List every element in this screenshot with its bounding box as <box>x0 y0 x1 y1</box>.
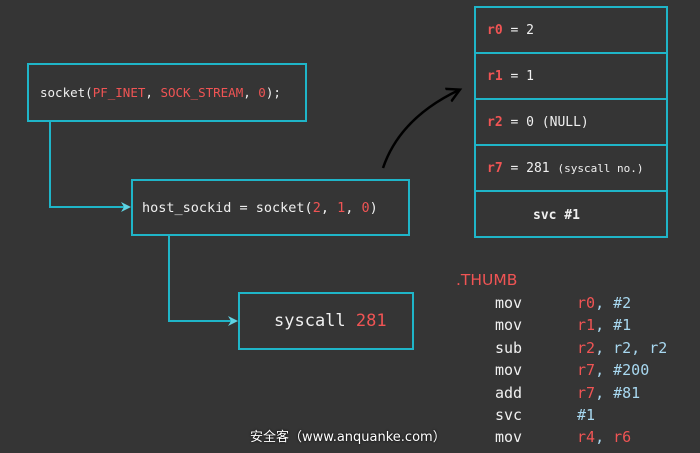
register-note: (syscall no.) <box>557 161 644 175</box>
operand-register: r4 <box>577 428 596 447</box>
code-token: , <box>320 199 338 216</box>
operands: r4, r6 <box>577 426 631 448</box>
host-socket-call-text: host_sockid = socket(2, 1, 0) <box>142 200 378 216</box>
mnemonic: mov <box>495 428 523 447</box>
code-token: PF_INET <box>92 85 146 100</box>
connector-c-to-host <box>49 122 131 212</box>
operands: r2, r2, r2 <box>577 337 667 359</box>
operands: r7, #81 <box>577 382 640 404</box>
code-token: , <box>243 85 259 100</box>
assembly-line: svc #1 <box>456 404 595 426</box>
operand-register: r1 <box>577 316 596 335</box>
code-token: , <box>345 199 362 216</box>
syscall-label: syscall <box>274 311 346 331</box>
operand-rest: , #81 <box>595 383 641 402</box>
mnemonic: mov <box>495 316 523 335</box>
code-token: socket( <box>40 85 93 100</box>
assembly-line: add r7, #81 <box>456 382 640 404</box>
c-socket-call-text: socket(PF_INET, SOCK_STREAM, 0); <box>40 85 281 100</box>
mnemonic: add <box>495 383 523 402</box>
operand-register: r7 <box>577 361 596 380</box>
assembly-line: mov r7, #200 <box>456 359 649 381</box>
assembly-line: mov r0, #2 <box>456 292 631 314</box>
code-token: 2 <box>312 199 321 216</box>
register-row-r1: r1 = 1 <box>476 54 666 100</box>
register-value: = 1 <box>510 68 534 84</box>
register-row-r0: r0 = 2 <box>476 8 666 54</box>
code-token: , <box>145 85 161 100</box>
code-token: ); <box>265 85 281 100</box>
code-token: 0 <box>258 85 266 100</box>
operand-rest: , #1 <box>595 316 632 335</box>
code-token: SOCK_STREAM <box>160 85 244 100</box>
code-token: host_sockid = socket( <box>142 199 313 216</box>
mnemonic: mov <box>495 361 523 380</box>
svc-instruction: svc #1 <box>533 207 580 223</box>
register-value: = 2 <box>510 22 534 38</box>
c-socket-call-box: socket(PF_INET, SOCK_STREAM, 0); <box>27 63 307 122</box>
curved-arrow <box>381 90 459 169</box>
assembly-line: mov r1, #1 <box>456 314 631 336</box>
register-name: r2 <box>487 114 503 130</box>
operand-register: r2 <box>577 338 596 357</box>
mnemonic: svc <box>495 405 523 424</box>
operands: r1, #1 <box>577 314 631 336</box>
operands: r7, #200 <box>577 359 649 381</box>
watermark: 安全客（www.anquanke.com） <box>250 430 446 445</box>
code-token: 1 <box>337 199 346 216</box>
register-row-r2: r2 = 0 (NULL) <box>476 100 666 146</box>
operand-rest: , r2, r2 <box>595 338 668 357</box>
code-token: ) <box>369 199 378 216</box>
connector-host-to-syscall <box>168 236 238 326</box>
syscall-number: 281 <box>355 311 387 331</box>
operand-rest: , <box>595 428 614 447</box>
operands: r0, #2 <box>577 292 631 314</box>
register-value: = 281 <box>510 160 550 176</box>
operands: #1 <box>577 404 595 426</box>
operand-register: r7 <box>577 383 596 402</box>
register-stack: r0 = 2 r1 = 1 r2 = 0 (NULL) r7 = 281 (sy… <box>474 6 668 238</box>
assembly-line: mov r4, r6 <box>456 426 631 448</box>
svc-row: svc #1 <box>476 192 666 238</box>
operand-rest: , #200 <box>595 361 650 380</box>
operand-rest: , #2 <box>595 294 632 312</box>
operand-register: r0 <box>577 294 596 312</box>
register-row-r7: r7 = 281 (syscall no.) <box>476 146 666 192</box>
register-name: r1 <box>487 68 503 84</box>
mnemonic: mov <box>495 294 523 312</box>
host-socket-call-box: host_sockid = socket(2, 1, 0) <box>131 179 410 236</box>
assembly-title: .THUMB <box>456 271 518 289</box>
register-name: r0 <box>487 22 503 38</box>
register-name: r7 <box>487 160 503 176</box>
code-token: 0 <box>361 199 370 216</box>
register-value: = 0 (NULL) <box>510 114 589 130</box>
operand-register: r6 <box>613 428 632 447</box>
syscall-box: syscall 281 <box>238 292 414 350</box>
mnemonic: sub <box>495 338 523 357</box>
operand-rest: #1 <box>577 405 596 424</box>
assembly-line: sub r2, r2, r2 <box>456 337 667 359</box>
